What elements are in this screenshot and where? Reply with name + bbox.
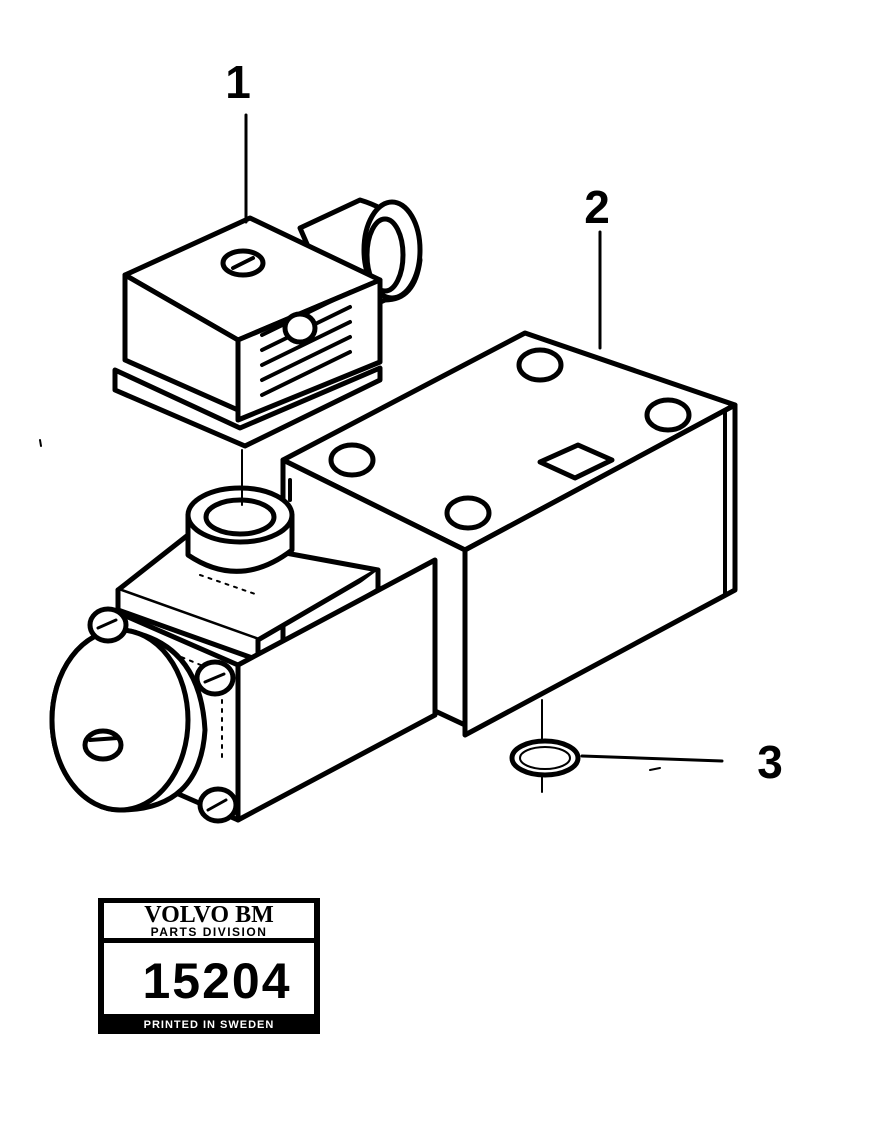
- stamp-brand: VOLVO BM: [144, 902, 274, 928]
- mounting-hole: [516, 347, 564, 383]
- callout-1: 1: [225, 56, 251, 108]
- leader-line-3: [580, 754, 724, 763]
- parts-stamp: VOLVO BM PARTS DIVISION 15204 PRINTED IN…: [98, 898, 320, 1034]
- valve-body-side-face: [462, 402, 738, 738]
- mounting-hole: [644, 397, 692, 433]
- callout-2: 2: [584, 181, 610, 233]
- mounting-hole: [328, 442, 376, 478]
- plug-base-flange: [112, 365, 383, 449]
- housing-screw: [87, 606, 129, 644]
- housing-screw: [197, 786, 239, 824]
- stamp-division: PARTS DIVISION: [151, 925, 268, 939]
- override-pin: [82, 728, 124, 762]
- mounting-hole: [444, 495, 492, 531]
- manual-override-knob: [49, 627, 208, 813]
- callout-3: 3: [757, 736, 783, 788]
- solenoid-connector-boss: [185, 485, 295, 574]
- stamp-footer: PRINTED IN SWEDEN: [144, 1019, 275, 1031]
- o-ring: [509, 738, 581, 778]
- solenoid-side-face: [235, 557, 438, 823]
- plug-connector: [112, 197, 423, 449]
- nameplate: [537, 442, 615, 481]
- stamp-drawing-number: 15204: [142, 953, 291, 1009]
- housing-screw: [194, 659, 236, 697]
